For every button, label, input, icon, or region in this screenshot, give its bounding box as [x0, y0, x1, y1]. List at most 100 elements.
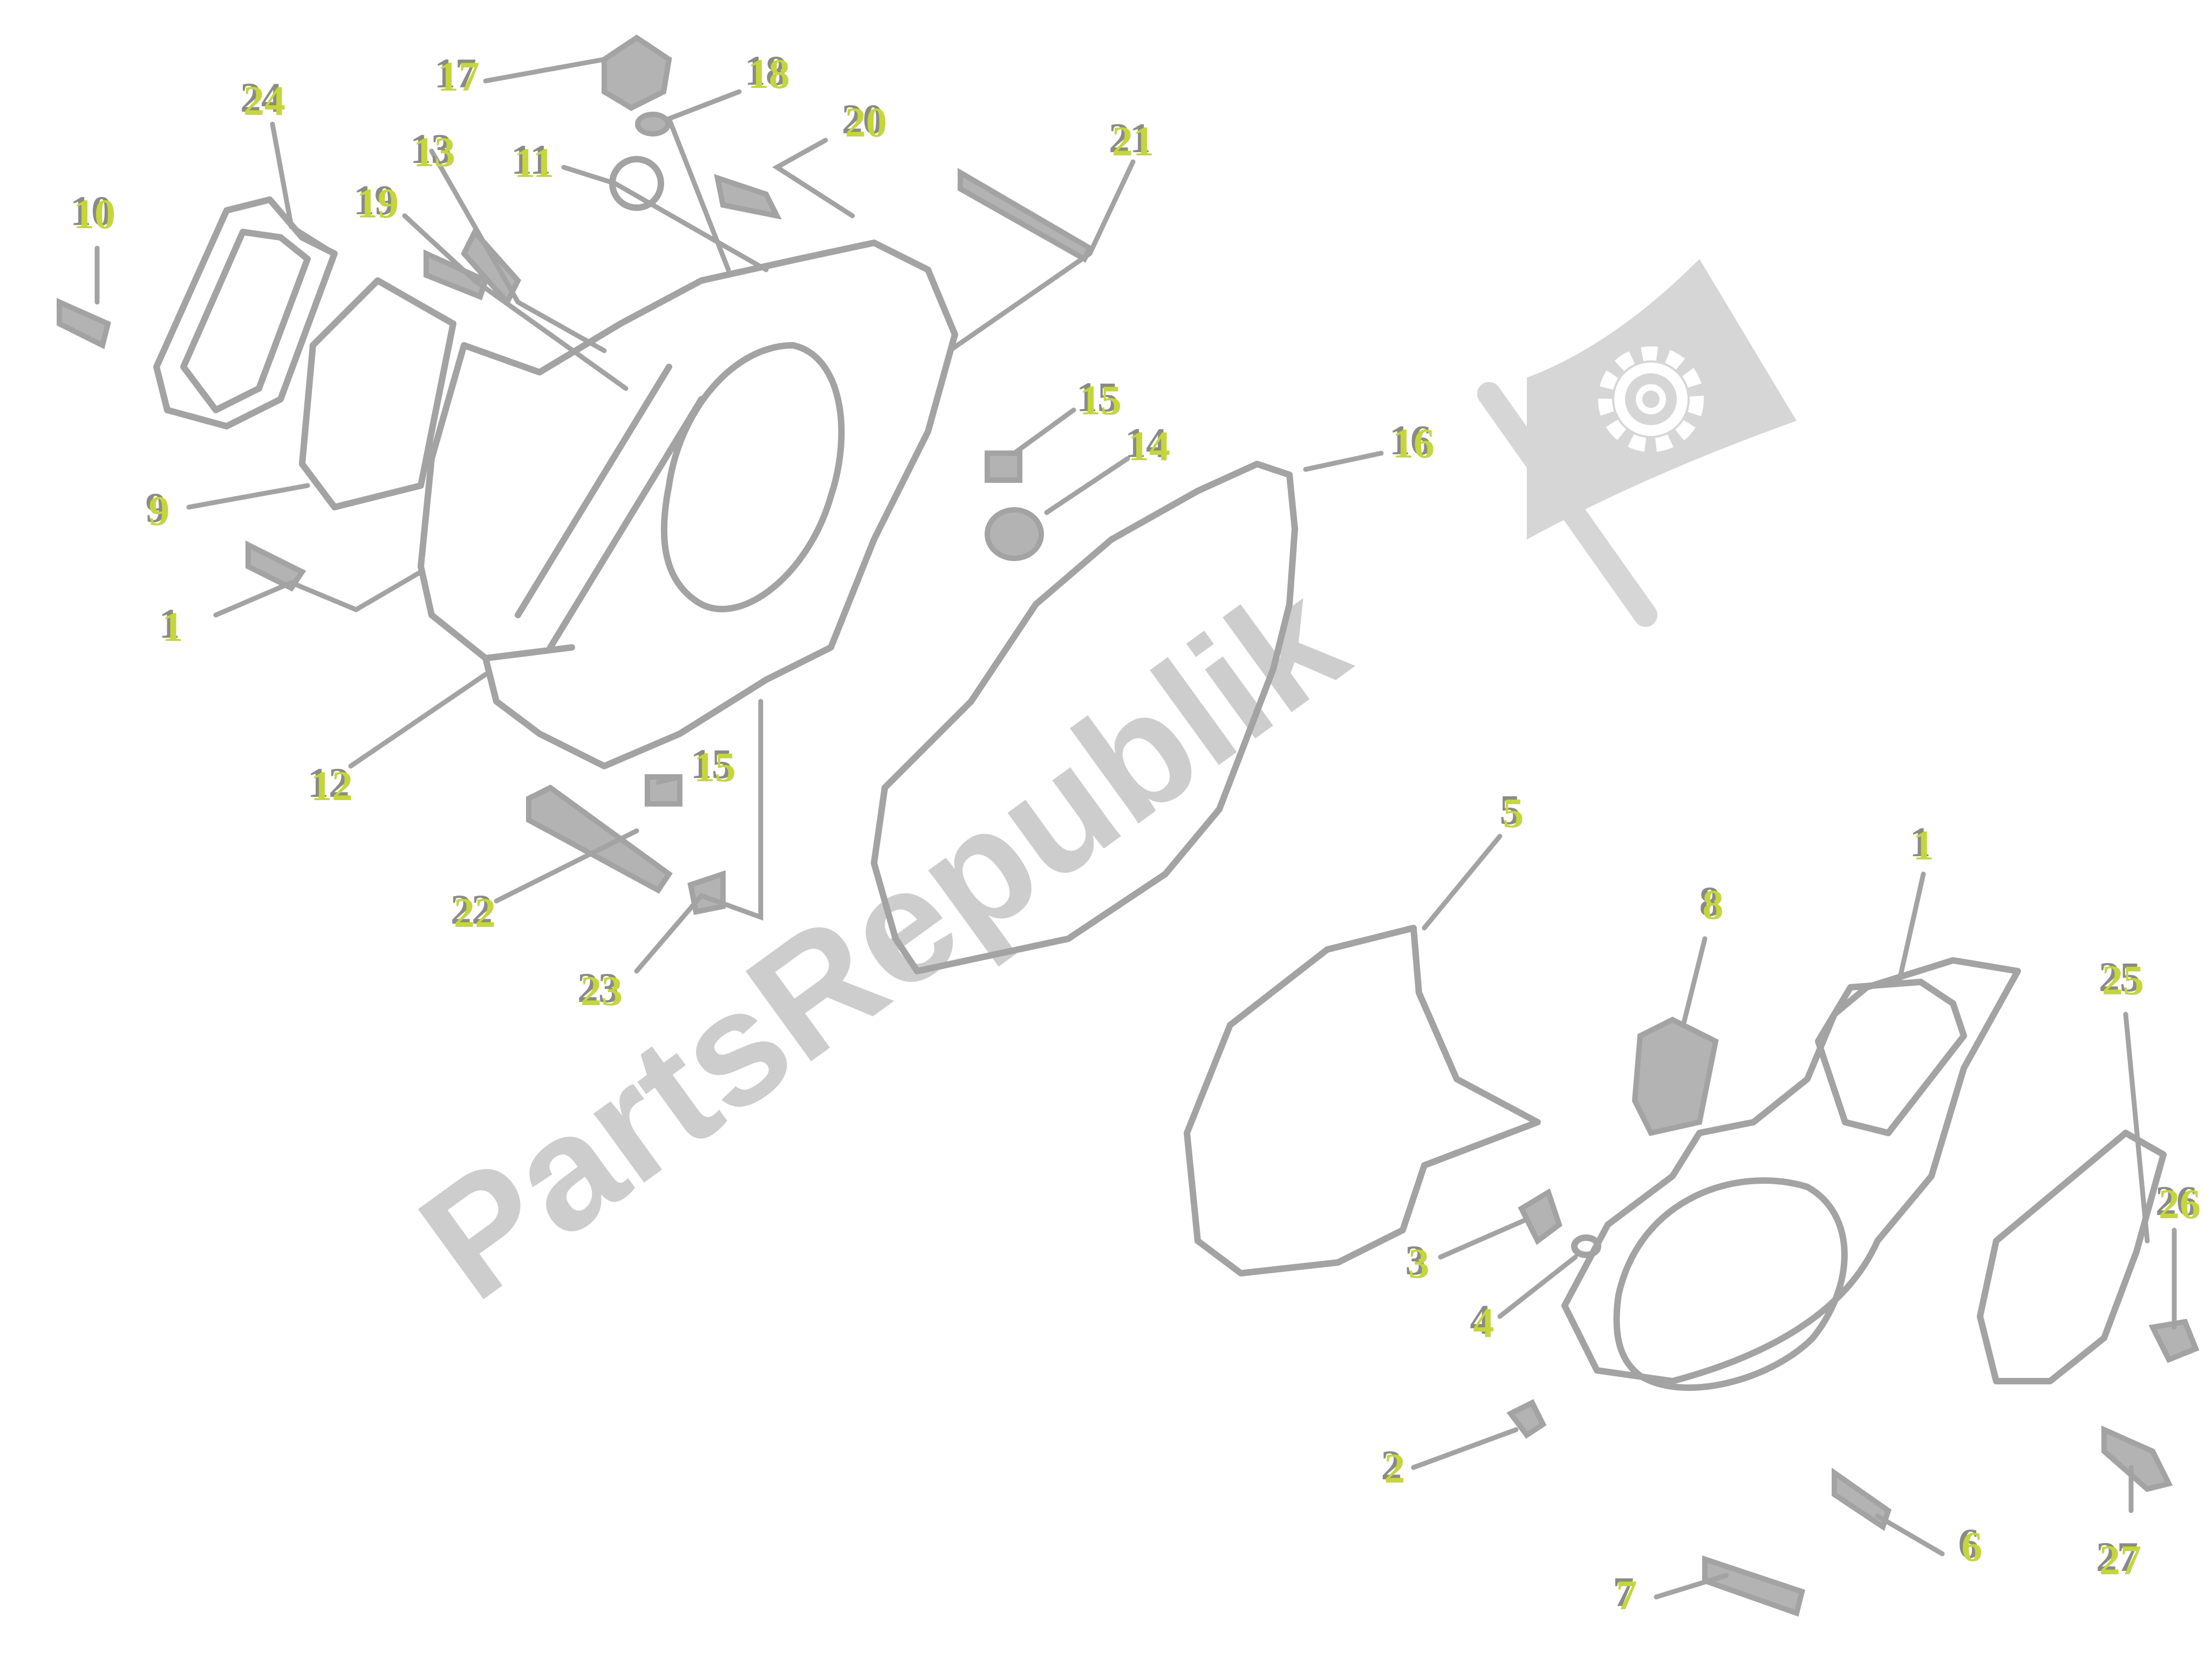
- gasket-part-16: [871, 461, 1298, 974]
- crankcase-part-12: [418, 240, 958, 769]
- callout-shadow: 8: [1699, 878, 1721, 925]
- callout-shadow: 5: [1500, 786, 1521, 833]
- filler-cap-part-17: [602, 34, 672, 111]
- cover-inner-detail-24: [180, 229, 311, 413]
- callout-shadow: 24: [240, 74, 282, 121]
- callout-shadow: 18: [745, 47, 787, 94]
- callout-c6: 66: [1958, 1520, 1983, 1570]
- callout-shadow: 4: [1470, 1296, 1491, 1343]
- callout-shadow: 9: [146, 484, 167, 531]
- callout-c7: 77: [1613, 1568, 1637, 1619]
- crankcase-left-assembly: [57, 34, 1094, 915]
- cover-part-1-lower: [1561, 957, 2021, 1384]
- callout-label: 15: [1080, 377, 1122, 424]
- callout-c9: 99: [146, 484, 170, 534]
- callout-shadow: 3: [1405, 1237, 1426, 1283]
- callout-shadow: 15: [1076, 373, 1118, 420]
- callout-shadow: 1: [1910, 818, 1931, 865]
- callout-shadow: 16: [1389, 417, 1431, 463]
- cover-part-1-top: [1815, 979, 1967, 1136]
- callout-shadow: 7: [1613, 1568, 1634, 1615]
- callout-label: 1: [162, 603, 183, 650]
- callout-label: 21: [1112, 118, 1154, 165]
- callout-c3: 33: [1405, 1237, 1430, 1287]
- plug-part-14: [985, 507, 1044, 561]
- bolt-part-20: [714, 174, 782, 220]
- crankcase-bearing-bore: [660, 342, 845, 612]
- leader-lines: [94, 57, 2177, 1600]
- bolt-part-7: [1702, 1555, 1805, 1617]
- callout-c1a: 11: [159, 600, 183, 650]
- callout-shadow: 20: [842, 95, 884, 142]
- callout-c5: 55: [1500, 786, 1524, 836]
- callout-label: 1: [1913, 822, 1934, 869]
- oring-part-4: [1571, 1234, 1601, 1258]
- callout-label: 25: [2102, 957, 2144, 1003]
- callout-shadow: 22: [450, 886, 493, 933]
- stud-part-21: [958, 168, 1094, 263]
- gasket-part-5: [1184, 925, 1541, 1276]
- callout-label: 12: [311, 762, 353, 809]
- watermark-wrench: [1477, 382, 1657, 627]
- callout-shadow: 14: [1125, 419, 1167, 466]
- callout-shadow: 15: [691, 740, 733, 787]
- bolt-part-27: [2101, 1425, 2173, 1492]
- bolt-part-22: [526, 784, 673, 894]
- bolt-part-10: [57, 298, 111, 350]
- bolt-part-2: [1506, 1399, 1547, 1439]
- callout-label: 9: [149, 487, 170, 534]
- callout-label: 7: [1616, 1572, 1637, 1619]
- callout-label: 2: [1384, 1445, 1405, 1492]
- callout-shadow: 11: [511, 136, 551, 183]
- callout-shadow: 19: [353, 176, 395, 223]
- callout-c1b: 11: [1910, 818, 1934, 869]
- callout-label: 5: [1503, 789, 1524, 836]
- callout-label: 26: [2159, 1180, 2201, 1227]
- callout-shadow: 27: [2096, 1533, 2138, 1580]
- callout-label: 22: [454, 889, 496, 936]
- callout-label: 10: [73, 190, 115, 237]
- cap-part-8: [1631, 1016, 1719, 1136]
- bolt-part-6: [1832, 1467, 1892, 1531]
- callout-label: 27: [2099, 1537, 2141, 1583]
- callout-label: 18: [748, 50, 790, 97]
- cover-dome: [1613, 1177, 1848, 1391]
- callout-shadow: 13: [410, 125, 452, 172]
- callout-label: 13: [413, 128, 455, 175]
- bolt-part-1-upper: [245, 540, 306, 592]
- callout-label: 17: [438, 53, 480, 100]
- callout-shadow: 26: [2155, 1177, 2197, 1224]
- callout-label: 23: [581, 967, 623, 1014]
- callout-shadow: 21: [1109, 114, 1151, 161]
- callout-shadow: 10: [70, 187, 112, 234]
- watermark-text: PartsRepublik: [388, 547, 1377, 1334]
- gear-icon: [1598, 346, 1704, 452]
- callout-shadow: 17: [434, 50, 476, 97]
- callout-c8: 88: [1699, 878, 1724, 928]
- washer-part-18: [635, 112, 671, 136]
- callout-label: 24: [243, 77, 285, 124]
- callout-label: 4: [1473, 1299, 1494, 1346]
- callout-shadow: 12: [308, 759, 350, 806]
- callout-label: 20: [845, 99, 887, 146]
- alternator-cover-assembly: [1184, 925, 2200, 1617]
- callout-c2: 22: [1381, 1442, 1405, 1492]
- callout-label: 14: [1128, 422, 1170, 469]
- callout-shadow: 25: [2099, 953, 2141, 1000]
